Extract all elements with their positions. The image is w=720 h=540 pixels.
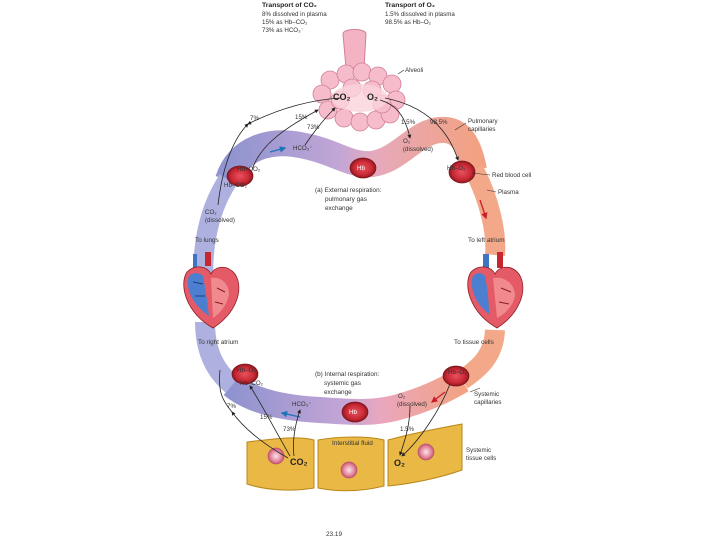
pct-15-top: 15% <box>295 114 308 121</box>
to-tissue-cells-label: To tissue cells <box>454 339 494 346</box>
pct-73-top: 73% <box>307 124 320 131</box>
arrow-co2-7-top <box>247 97 341 125</box>
plasma-leader <box>486 189 497 193</box>
internal-respiration-label-3: exchange <box>324 389 352 396</box>
flow-arrow-bottom-blue <box>280 410 301 418</box>
co2-dissolved-top-2: (dissolved) <box>205 217 235 224</box>
tissue-cells-label-1: Systemic <box>466 447 491 454</box>
hco3-label-bottom: HCO₃⁻ <box>292 401 312 408</box>
alveolar-co2-label: CO₂ <box>333 92 351 102</box>
co2-transport-title: Transport of CO₂ <box>262 2 317 9</box>
systemic-capillaries-label-1: Systemic <box>474 391 499 398</box>
heart-left <box>183 252 240 329</box>
o2-dissolved-top-1: O₂ <box>403 138 411 145</box>
tissue-cells-label-2: tissue cells <box>466 455 496 462</box>
flow-arrow-top-blue <box>269 146 287 153</box>
alveolar-o2-label: O₂ <box>367 92 378 102</box>
systemic-capillaries-label-2: capillaries <box>474 399 502 406</box>
tissue-co2-label: CO₂ <box>290 457 308 467</box>
internal-respiration-label-1: (b) Internal respiration: <box>315 371 380 378</box>
arrow-o2-hb-bottom <box>401 383 451 457</box>
arrow-hb-co2-top <box>251 109 319 171</box>
flow-arrow-bottom-red <box>430 391 446 403</box>
hb-label-top: Hb <box>357 165 365 172</box>
co2-line-3: 73% as HCO₃⁻ <box>262 27 304 34</box>
header-o2-block: Transport of O₂ 1.5% dissolved in plasma… <box>385 2 455 26</box>
plasma-label: Plasma <box>498 189 519 196</box>
tissue-o2-label: O₂ <box>394 458 405 468</box>
internal-respiration-label-2: systemic gas <box>324 380 361 387</box>
arrow-hco3-bottom <box>292 409 301 457</box>
rbc-bottom-center <box>341 401 369 423</box>
arrow-o2-dissolved-bottom <box>399 405 411 456</box>
alveoli-cluster <box>312 29 406 132</box>
o2-line-2: 98.5% as Hb–O₂ <box>385 19 432 26</box>
hb-co2-label-bottom: Hb–CO₂ <box>240 380 264 387</box>
arrow-co2-dissolved-top <box>217 123 249 206</box>
co2-dissolved-top-1: CO₂ <box>205 209 217 216</box>
arrow-hco3-top <box>304 107 336 146</box>
pct-1-5-top: 1.5% <box>401 119 416 126</box>
hb-o2-label-top: Hb–O₂ <box>447 165 466 172</box>
co2-line-1: 8% dissolved in plasma <box>262 11 327 18</box>
rbc-leader <box>471 172 491 176</box>
o2-dissolved-top-2: (dissolved) <box>403 146 433 153</box>
alveoli-label: Alveoli <box>405 67 423 74</box>
o2-line-1: 1.5% dissolved in plasma <box>385 11 455 18</box>
pct-73-bottom: 73% <box>283 426 296 433</box>
flow-arrow-top-red <box>479 199 488 220</box>
arrow-o2-dissolved-top <box>379 99 412 139</box>
rbc-top-right <box>448 160 476 184</box>
rbc-bottom-right <box>442 365 470 387</box>
pct-98-5-top: 98.5% <box>430 119 448 126</box>
hb-o2-label-bottom-left: Hb–O₂ <box>237 367 256 374</box>
red-blood-cell-label: Red blood cell <box>492 172 531 179</box>
hb-co2-product-top: Hb–CO₂ <box>224 182 248 189</box>
heart-right <box>467 252 524 329</box>
rbc-top-left <box>226 165 254 187</box>
external-respiration-label-1: (a) External respiration: <box>315 187 382 194</box>
header-co2-block: Transport of CO₂ 8% dissolved in plasma … <box>262 2 327 34</box>
to-left-atrium-label: To left atrium <box>468 237 505 244</box>
o2-transport-title: Transport of O₂ <box>385 2 435 9</box>
alveoli-leader <box>397 69 405 75</box>
systemic-vein-loop-left <box>195 321 239 393</box>
hco3-label-top: HCO₃⁻ <box>293 145 313 152</box>
o2-dissolved-bottom-2: (dissolved) <box>397 401 427 408</box>
to-right-atrium-label: To right atrium <box>198 339 239 346</box>
pulm-caps-leader <box>454 122 467 131</box>
pct-15-bottom: 15% <box>260 414 273 421</box>
pulmonary-capillaries-label-2: capillaries <box>468 126 496 133</box>
hb-co2-reaction-top: Hb+CO₂ <box>237 166 261 173</box>
arrow-o2-hb-top <box>384 97 459 161</box>
hb-label-bottom: Hb <box>349 409 357 416</box>
external-respiration-label-3: exchange <box>325 205 353 212</box>
pct-7-bottom: 7% <box>227 403 236 410</box>
o2-dissolved-bottom-1: O₂ <box>398 393 406 400</box>
tissue-cells <box>246 423 463 492</box>
pulmonary-vein-loop-right <box>465 165 506 256</box>
rbc-top-center <box>349 157 377 179</box>
pulmonary-capillaries-label-1: Pulmonary <box>468 118 498 125</box>
to-lungs-label: To lungs <box>195 237 219 244</box>
arrow-co2-7-bottom <box>231 411 289 459</box>
hb-o2-label-bottom-right: Hb–O₂ <box>448 369 467 376</box>
sys-caps-leader <box>469 387 481 393</box>
rbc-bottom-left <box>231 363 259 385</box>
pct-7-top: 7% <box>250 115 259 122</box>
external-respiration-label-2: pulmonary gas <box>325 196 367 203</box>
interstitial-fluid-label: Interstitial fluid <box>332 440 373 447</box>
figure-id: 23.19 <box>326 531 342 538</box>
arrow-hb-co2-bottom <box>249 385 291 457</box>
co2-line-2: 15% as Hb–CO₂ <box>262 19 308 26</box>
arrow-co2-dissolved-bottom <box>219 369 233 413</box>
